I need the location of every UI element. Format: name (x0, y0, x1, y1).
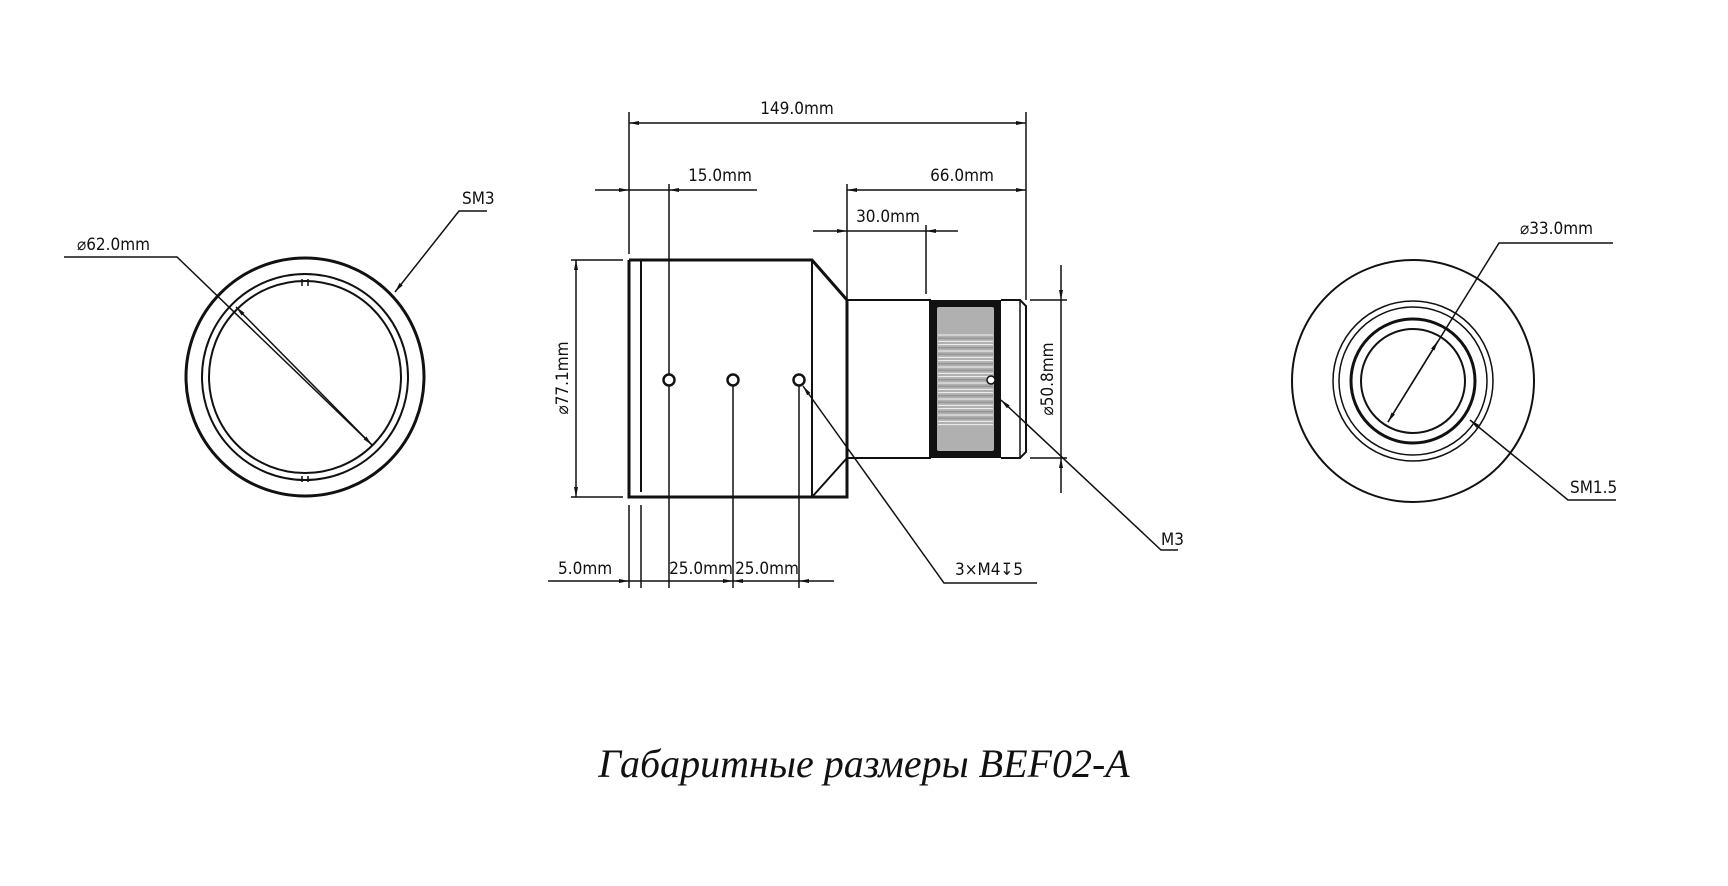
diameter-large-label: ⌀77.1mm (553, 341, 573, 414)
thread-label: SM3 (462, 189, 495, 209)
thread-leader (1469, 419, 1616, 501)
front-ring (1001, 299, 1027, 459)
diameter-leader (1387, 242, 1613, 423)
mount-hole (726, 373, 740, 387)
knurl-surface (937, 307, 994, 451)
left-end-view: ⌀62.0mm SM3 (64, 189, 495, 498)
side-view: 149.0mm 15.0mm 66.0mm 30.0mm ⌀77.1mm ⌀50… (548, 99, 1184, 588)
screw-m3 (986, 375, 996, 385)
thread-ring (201, 273, 409, 481)
dim-66-label: 66.0mm (930, 166, 994, 186)
overall-length-label: 149.0mm (760, 99, 834, 119)
inner-ring (1360, 328, 1466, 434)
diameter-small-label: ⌀50.8mm (1038, 342, 1058, 415)
diameter-arrow (235, 306, 373, 446)
holes-label: 3×M4↧5 (955, 560, 1023, 580)
diameter-arrow (1387, 340, 1439, 423)
thread-leader (394, 210, 487, 293)
holes-leader (802, 385, 1037, 584)
outer-ring (1291, 259, 1535, 503)
right-end-view: ⌀33.0mm SM1.5 (1291, 219, 1617, 503)
inner-ring (208, 280, 402, 474)
dim-15-label: 15.0mm (688, 166, 752, 186)
ring-3 (1338, 306, 1488, 456)
mount-hole (662, 373, 676, 387)
dim-30-label: 30.0mm (856, 207, 920, 227)
knurl-lines (938, 334, 993, 426)
dim-25b-label: 25.0mm (735, 559, 799, 579)
ring-2 (1332, 300, 1494, 462)
thread-ring (1349, 317, 1477, 445)
diameter-label: ⌀33.0mm (1520, 219, 1593, 239)
taper-lower (811, 300, 848, 498)
drawing-caption: Габаритные размеры BEF02-A (598, 741, 1130, 786)
body-small-barrel (846, 299, 931, 459)
mount-hole (792, 373, 806, 387)
diameter-label: ⌀62.0mm (77, 235, 150, 255)
screw-label: M3 (1161, 530, 1184, 550)
outer-ring (184, 256, 426, 498)
dim-25a-label: 25.0mm (669, 559, 733, 579)
thread-label: SM1.5 (1570, 478, 1617, 498)
screw-leader (1000, 399, 1178, 551)
dim-5-label: 5.0mm (558, 559, 612, 579)
